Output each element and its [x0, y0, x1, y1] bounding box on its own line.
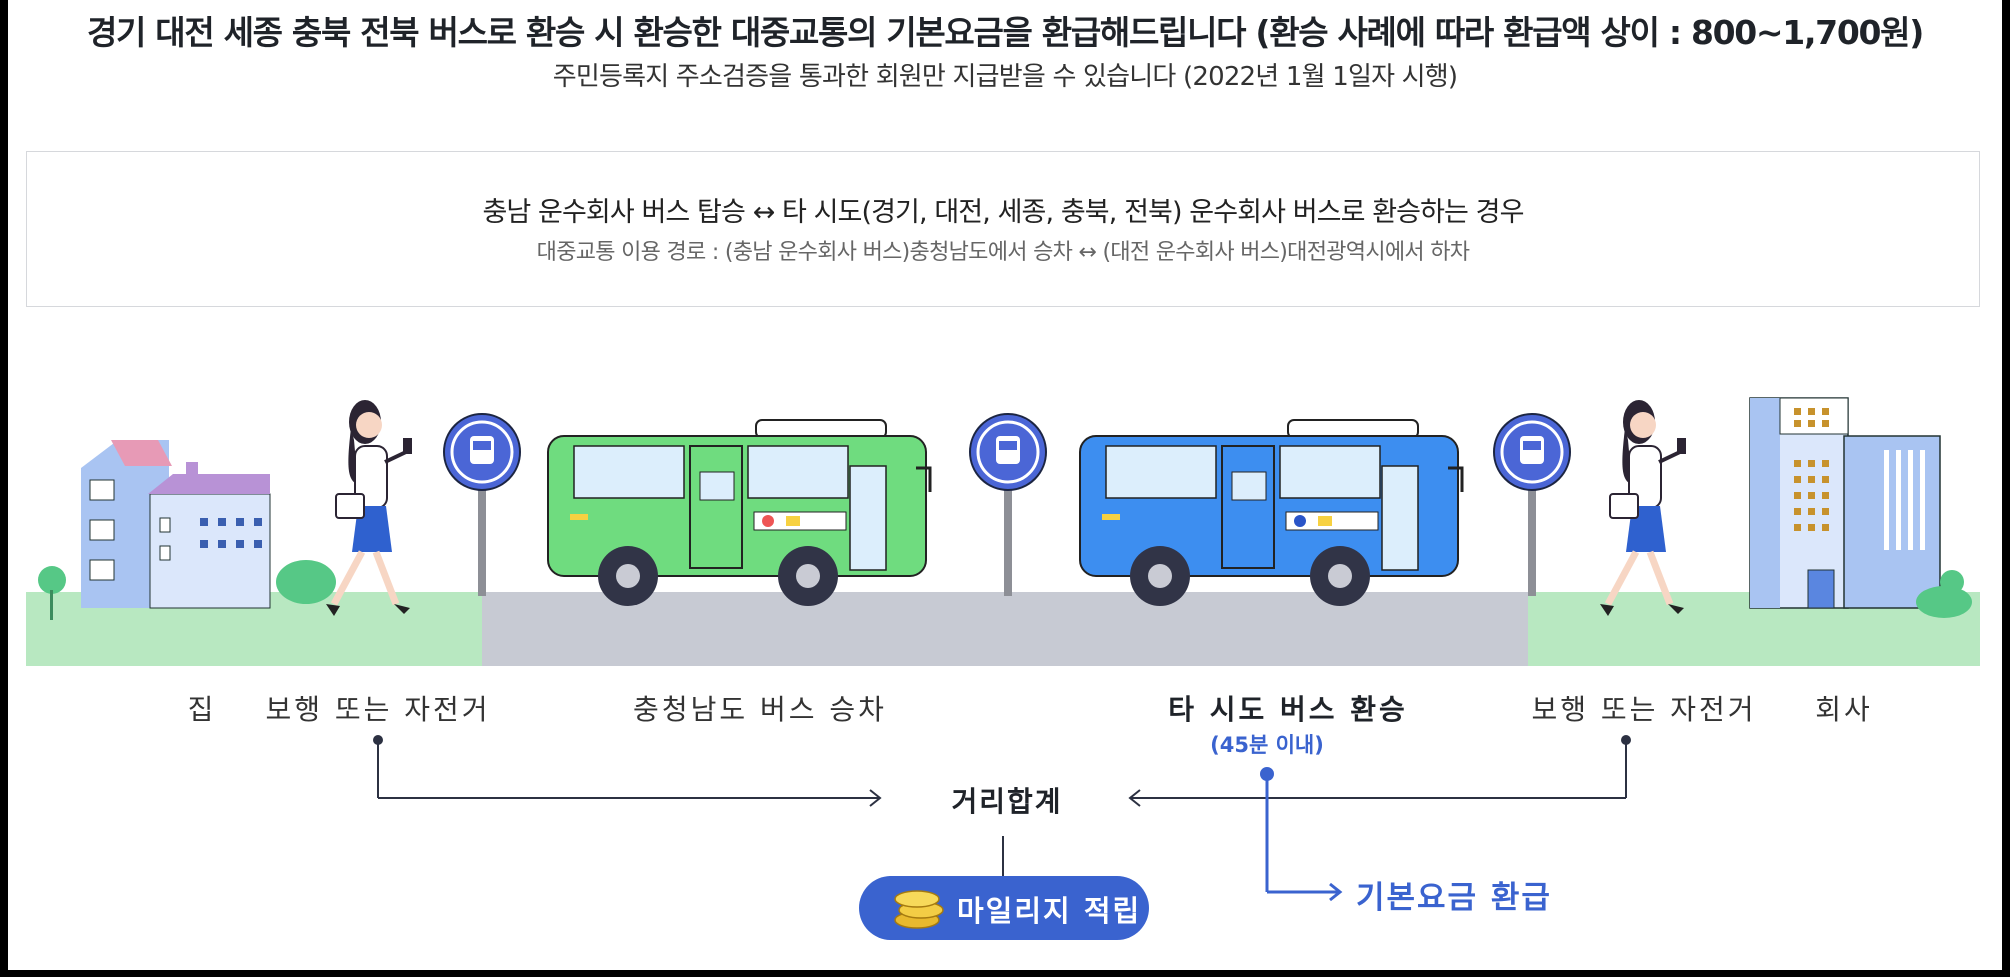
bus-stop-sign-icon — [969, 413, 1047, 596]
journey-illustration — [26, 397, 1980, 902]
page-title: 경기 대전 세종 충북 전북 버스로 환승 시 환승한 대중교통의 기본요금을 … — [86, 13, 1924, 52]
case-info-box: 충남 운수회사 버스 탑승 ↔ 타 시도(경기, 대전, 세종, 충북, 전북)… — [26, 151, 1980, 307]
distance-total-label: 거리합계 — [951, 785, 1063, 818]
house-icon — [38, 440, 336, 620]
refund-connector — [1265, 774, 1343, 902]
walk-end-dot — [1621, 735, 1631, 745]
case-title: 충남 운수회사 버스 탑승 ↔ 타 시도(경기, 대전, 세종, 충북, 전북)… — [482, 197, 1524, 228]
blue-bus-icon — [1079, 419, 1464, 606]
page-subtitle: 주민등록지 주소검증을 통과한 회원만 지급받을 수 있습니다 (2022년 1… — [552, 62, 1458, 92]
step-label-home: 집 — [187, 693, 217, 726]
step-label-office: 회사 — [1815, 693, 1873, 726]
step-label-walk-1: 보행 또는 자전거 — [265, 693, 491, 726]
green-bus-icon — [547, 419, 932, 606]
mileage-badge: 마일리지 적립 — [859, 876, 1149, 940]
coins-icon — [894, 890, 944, 929]
step-label-board: 충청남도 버스 승차 — [633, 693, 887, 726]
step-label-transfer: 타 시도 버스 환승 — [1168, 693, 1408, 726]
infographic-frame: 경기 대전 세종 충북 전북 버스로 환승 시 환승한 대중교통의 기본요금을 … — [8, 0, 2002, 970]
flow-connectors — [377, 740, 1627, 876]
walk-start-dot — [373, 735, 383, 745]
route-description: 대중교통 이용 경로 : (충남 운수회사 버스)충청남도에서 승차 ↔ (대전… — [536, 240, 1470, 265]
mileage-label: 마일리지 적립 — [957, 894, 1142, 928]
bus-stop-sign-icon — [1493, 413, 1571, 596]
step-label-walk-2: 보행 또는 자전거 — [1531, 693, 1757, 726]
road — [482, 592, 1528, 666]
transfer-dot — [1260, 767, 1274, 781]
walking-woman-icon — [326, 400, 412, 616]
walking-woman-icon — [1600, 400, 1686, 616]
base-fare-refund-label: 기본요금 환급 — [1356, 880, 1552, 916]
bus-stop-sign-icon — [443, 413, 521, 596]
transfer-time-note: (45분 이내) — [1210, 733, 1324, 757]
office-building-icon — [1749, 397, 1972, 618]
